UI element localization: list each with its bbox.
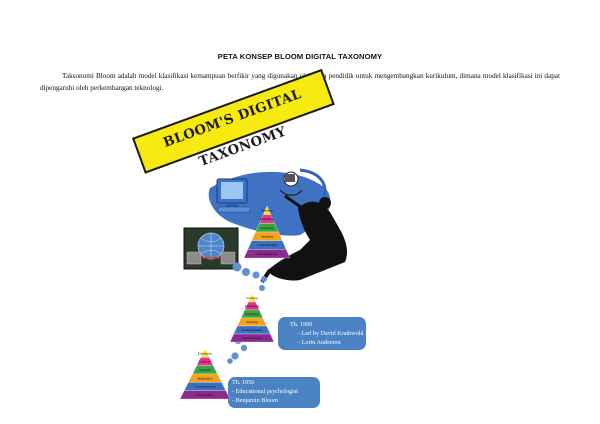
pyramid-level [229, 333, 275, 343]
pyramid-level-label: Analyzing [260, 226, 274, 230]
info-box-1956: Th. 1956 - Educational psychologist - Be… [232, 378, 298, 406]
computer-icon [216, 178, 251, 213]
pyramid-level-label: Analyzing [245, 312, 259, 316]
network-globe-icon [183, 227, 239, 270]
pyramid-digital-taxonomy: CreatingEvaluatingAnalyzingApplyingUnder… [243, 205, 291, 259]
document-title: PETA KONSEP BLOOM DIGITAL TAXONOMY [217, 52, 383, 61]
info-box-1956-shape [228, 377, 320, 408]
pyramid-level [243, 249, 291, 259]
reaching-figure-icon [260, 194, 348, 284]
pyramid-level-label: Creating [261, 208, 273, 212]
pyramid-level-label: Understanding [242, 328, 262, 332]
box-line: - Benjamin Bloom [232, 397, 279, 405]
box-line: - Lorin Anderson [298, 339, 341, 347]
pyramid-level-label: Creating [246, 296, 258, 300]
pyramid-level-label: Synthesis [198, 360, 212, 364]
pyramid-level-label: Application [197, 376, 212, 380]
pyramid-level-label: Evaluating [260, 217, 275, 221]
info-box-1990: Th. 1990 - Led by David Krathwohl - Lori… [290, 320, 364, 348]
pyramid-level-label: Comprehension [194, 385, 216, 389]
pyramid-level-label: Analysis [199, 368, 211, 372]
info-box-1990-shape [278, 317, 366, 350]
pyramid-level-label: Remembering [257, 252, 277, 256]
pyramid-level-label: Understanding [257, 243, 277, 247]
pyramid-revised-taxonomy: CreatingEvaluatingAnalyzingApplyingUnder… [229, 293, 275, 343]
pyramid-level-label: Remembering [242, 336, 262, 340]
box-line: - Led by David Krathwohl [298, 330, 364, 338]
pyramid-level-label: Applying [246, 320, 258, 324]
person-at-computer-icon [279, 171, 303, 196]
box-year: Th. 1990 [290, 321, 313, 328]
box-line: - Educational psychologist [232, 388, 298, 396]
pyramid-level-label: Applying [261, 234, 273, 238]
pyramid-original-taxonomy: EvaluationSynthesisAnalysisApplicationCo… [179, 348, 231, 400]
box-year: Th. 1956 [232, 379, 255, 386]
pyramid-level-label: Knowledge [197, 393, 213, 397]
pyramid-level [179, 390, 231, 400]
pyramid-level-label: Evaluating [245, 304, 260, 308]
pyramid-level-label: Evaluation [198, 351, 213, 355]
